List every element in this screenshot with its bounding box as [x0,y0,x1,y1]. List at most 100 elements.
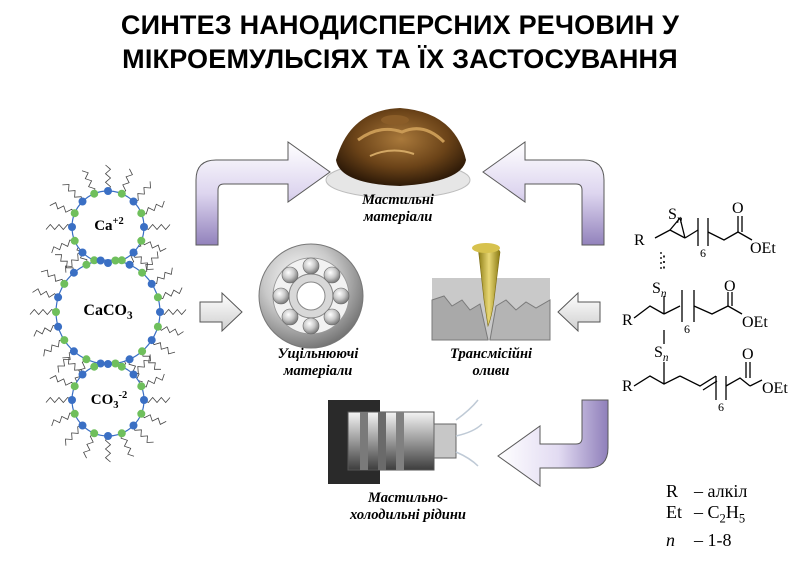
surfactant-head-bead [90,429,99,438]
nanoparticle-illustration [29,164,187,463]
surfactant-head-bead [60,279,69,288]
surfactant-head-bead [117,362,126,371]
surfactant-head-bead [138,347,147,356]
surfactant-tail [159,308,187,316]
surfactant-tail [45,396,73,404]
surfactant-tail [43,339,65,357]
surfactant-tail [133,425,154,443]
surfactant-head-bead [104,432,112,440]
chem-oet-top: OEt [750,240,776,257]
surfactant-tail [133,252,154,270]
surfactant-head-bead [137,236,146,245]
surfactant-head-bead [156,308,164,316]
surfactant-head-bead [137,209,146,218]
surfactant-tail [49,375,76,387]
surfactant-head-bead [70,382,79,391]
chem-s-bottom: Sn [654,344,669,365]
surfactant-head-bead [54,293,63,302]
surfactant-head-bead [68,223,76,231]
surfactant-tail [133,181,151,202]
surfactant-head-bead [78,370,87,379]
surfactant-head-bead [129,248,138,257]
surfactant-head-bead [147,336,156,345]
surfactant-tail [120,433,135,457]
surfactant-tail [51,239,75,254]
surfactant-head-bead [60,336,69,345]
surfactant-tail [55,254,75,273]
gears-oil-image [431,243,551,341]
surfactant-head-bead [104,360,112,368]
surfactant-head-bead [78,248,87,257]
surfactant-tail [57,350,75,373]
page-title: СИНТЕЗ НАНОДИСПЕРСНИХ РЕЧОВИН У МІКРОЕМУ… [0,8,800,76]
surfactant-head-bead [96,256,105,265]
surfactant-tail [141,351,161,370]
surfactant-tail [49,202,76,214]
surfactant-head-bead [140,223,148,231]
surfactant-head-bead [104,259,112,267]
legend-row-r: R– алкіл [666,481,748,501]
core-caco3-label: CaCO3 [83,302,133,323]
surfactant-head-bead [129,421,138,430]
surfactant-tail [143,223,171,231]
surfactant-tail [65,425,83,446]
surfactant-head-bead [68,396,76,404]
spindle-image [328,399,483,484]
surfactant-tail [62,184,83,202]
chem-r-mid: R [622,312,633,329]
grease-image [325,108,471,199]
surfactant-head-bead [82,355,91,364]
surfactant-tail [121,168,133,195]
chem-six-bottom: 6 [718,400,724,414]
chem-dots: ⋮ [656,254,672,271]
surfactant-head-bead [69,347,78,356]
title-line-2: МІКРОЕМУЛЬСІЯХ ТА ЇХ ЗАСТОСУВАННЯ [122,44,678,74]
chem-o-mid: O [724,278,736,295]
surfactant-head-bead [129,197,138,206]
legend-row-et: Et– C2H5 [666,502,746,526]
surfactant-head-bead [117,189,126,198]
ion-co3-label: CO3-2 [90,390,128,411]
legend: R– алкіл Et– C2H5 n– 1-8 [666,481,747,551]
surfactant-head-bead [78,421,87,430]
arrow-to-bearing [199,291,243,333]
surfactant-head-bead [90,256,99,265]
surfactant-head-bead [70,409,79,418]
surfactant-head-bead [137,382,146,391]
chem-r-top: R [634,232,645,249]
surfactant-tail [151,339,176,355]
surfactant-tail [141,373,165,388]
surfactant-head-bead [54,322,63,331]
surfactant-head-bead [69,268,78,277]
chem-six-top: 6 [700,246,706,260]
chem-o-bottom: O [742,346,754,363]
surfactant-tail [62,357,83,375]
surfactant-head-bead [90,189,99,198]
surfactant-tail [104,164,112,192]
caption-coolant: Мастильно-холодильні рідини [350,490,466,523]
legend-row-n: n– 1-8 [666,529,732,550]
surfactant-head-bead [70,236,79,245]
chem-oet-bottom: OEt [762,380,788,397]
surfactant-tail [141,200,165,215]
ion-ca-label: Ca+2 [94,216,124,234]
chem-six-mid: 6 [684,322,690,336]
surfactant-head-bead [125,355,134,364]
surfactant-head-bead [96,359,105,368]
surfactant-tail [65,252,83,273]
curved-arrow-right-to-top [482,141,605,246]
curved-arrow-right-to-bottom [497,399,609,487]
surfactant-head-bead [125,260,134,269]
chem-s-top: Sn [668,206,683,227]
surfactant-tail [143,396,171,404]
surfactant-head-bead [153,322,162,331]
surfactant-head-bead [147,279,156,288]
surfactant-head-bead [82,260,91,269]
surfactant-head-bead [153,293,162,302]
surfactant-head-bead [117,429,126,438]
surfactant-tail [157,326,184,336]
surfactant-tail [45,223,73,231]
